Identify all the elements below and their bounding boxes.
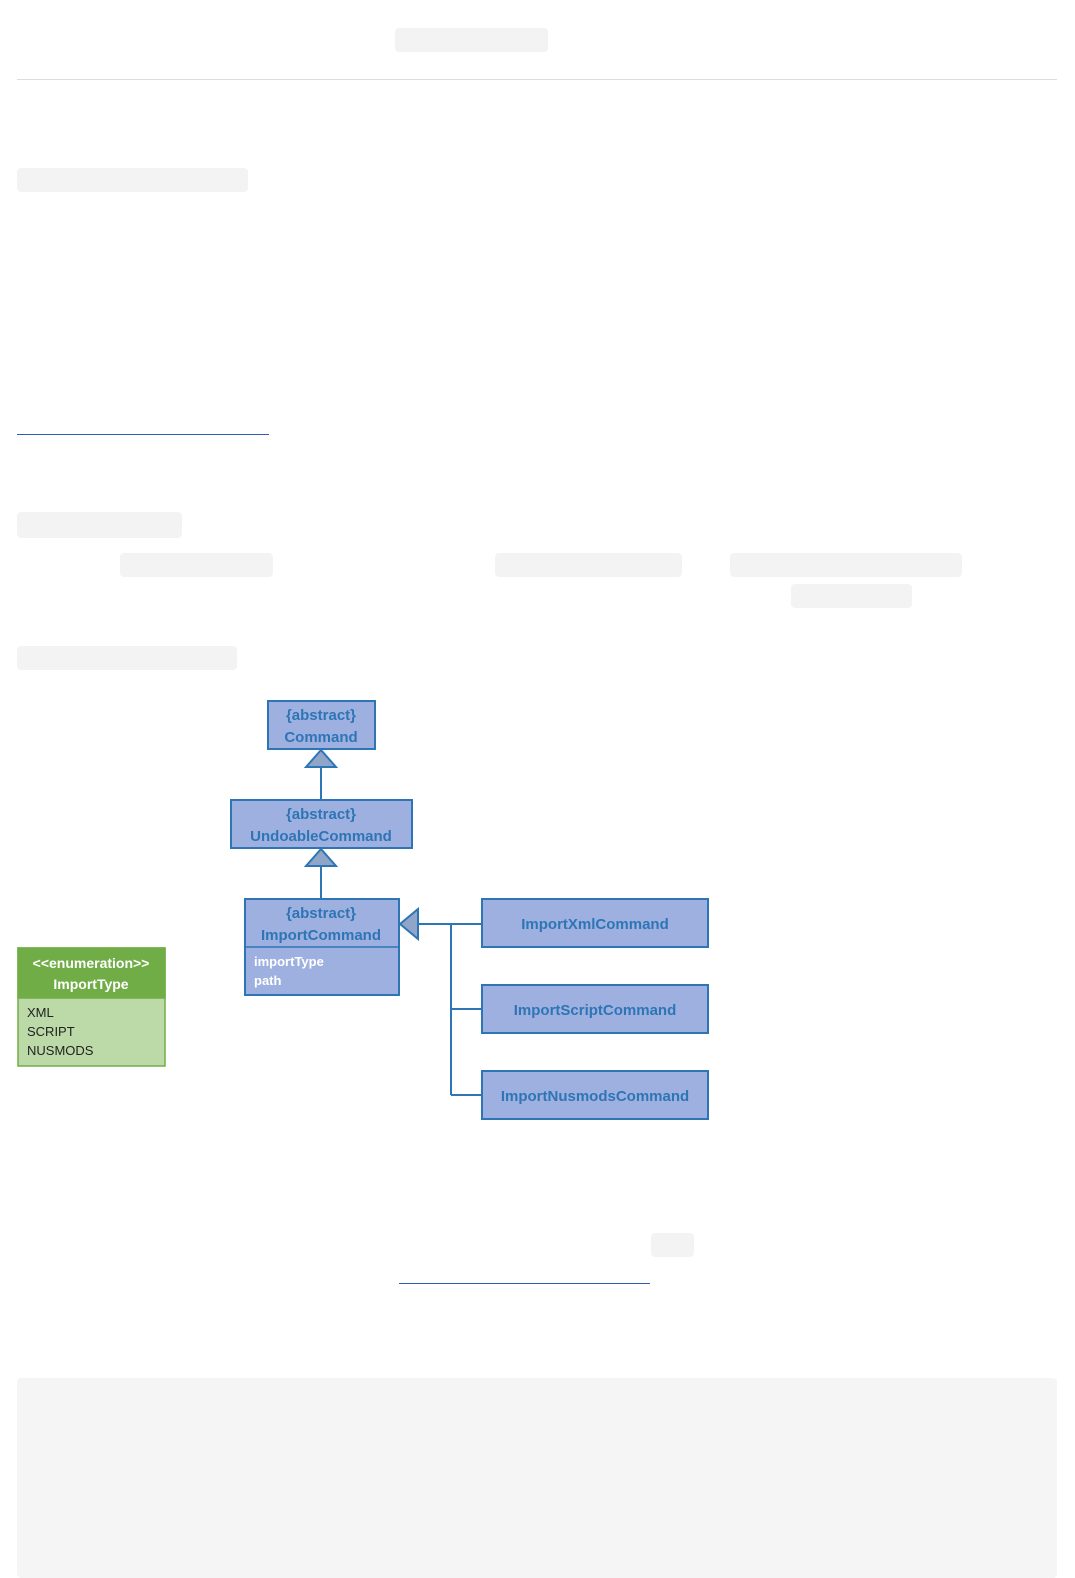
- inline-code-chip-3: [730, 553, 962, 577]
- class-import-command: {abstract} ImportCommand importType path: [244, 898, 400, 996]
- inheritance-arrow-command: [303, 748, 339, 768]
- class-import-attr-importtype: importType: [254, 954, 324, 969]
- inline-code-chip-2: [495, 553, 682, 577]
- class-import-name: ImportCommand: [261, 927, 381, 944]
- section-heading-chip: [17, 168, 248, 192]
- class-command-stereotype: {abstract}: [286, 707, 356, 724]
- uml-class-diagram: {abstract} Command {abstract} UndoableCo…: [17, 700, 709, 1120]
- inheritance-arrow-import: [398, 906, 419, 942]
- diagram-heading-chip: [17, 646, 237, 670]
- header-divider: [17, 79, 1057, 80]
- class-import-stereotype: {abstract}: [286, 905, 356, 922]
- subheading-chip: [17, 512, 182, 538]
- class-import-script-name: ImportScriptCommand: [514, 1002, 677, 1019]
- enum-value-script: SCRIPT: [27, 1024, 75, 1039]
- enum-value-xml: XML: [27, 1005, 54, 1020]
- inline-code-chip-1: [120, 553, 273, 577]
- enum-value-nusmods: NUSMODS: [27, 1043, 94, 1058]
- inheritance-connectors: [320, 767, 482, 1096]
- inline-code-chip-4: [791, 584, 912, 608]
- class-undoable-stereotype: {abstract}: [286, 806, 356, 823]
- class-import-attr-path: path: [254, 973, 282, 988]
- class-command: {abstract} Command: [267, 700, 376, 750]
- class-import-xml-name: ImportXmlCommand: [521, 916, 669, 933]
- header-code-chip: [395, 28, 548, 52]
- class-import-script-command: ImportScriptCommand: [481, 984, 709, 1034]
- inheritance-arrow-undoable: [303, 847, 339, 867]
- enum-name: ImportType: [53, 976, 128, 992]
- class-import-nusmods-command: ImportNusmodsCommand: [481, 1070, 709, 1120]
- class-command-name: Command: [284, 729, 357, 746]
- section-link[interactable]: [17, 434, 269, 435]
- inline-code-chip-5: [651, 1233, 694, 1257]
- enum-stereotype: <<enumeration>>: [33, 955, 150, 971]
- class-import-xml-command: ImportXmlCommand: [481, 898, 709, 948]
- diagram-caption-link[interactable]: [399, 1283, 650, 1284]
- enum-import-type: <<enumeration>> ImportType XML SCRIPT NU…: [17, 947, 166, 1067]
- code-block: [17, 1378, 1057, 1578]
- class-import-nusmods-name: ImportNusmodsCommand: [501, 1088, 689, 1105]
- class-undoable-name: UndoableCommand: [250, 828, 392, 845]
- class-undoable-command: {abstract} UndoableCommand: [230, 799, 413, 849]
